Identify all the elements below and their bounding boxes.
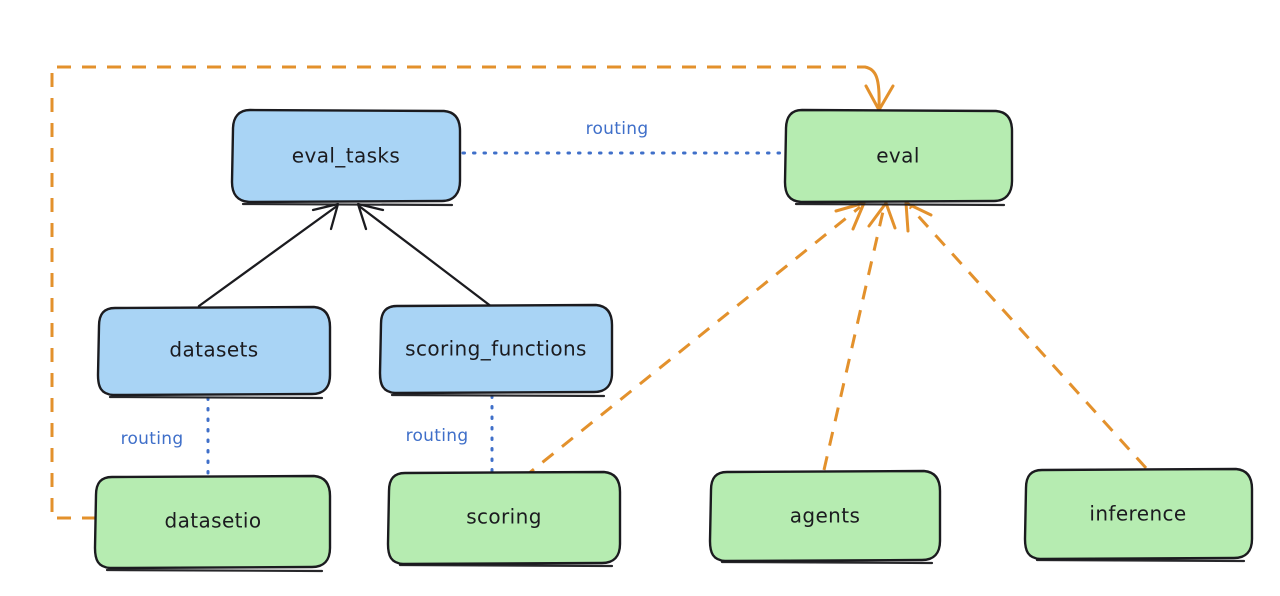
- edge-datasetio-eval-path: [50, 65, 865, 520]
- edge-agents-eval[interactable]: [822, 201, 897, 471]
- edge-inference-eval-arrowhead: [904, 201, 933, 233]
- edge-datasets-eval_tasks-path: [197, 204, 339, 308]
- edge-label-routing-scoring: routing: [406, 426, 469, 446]
- node-scoring_functions-box: [378, 303, 614, 395]
- node-eval-label: eval: [876, 144, 920, 168]
- edge-agents-eval-arrowhead: [867, 201, 897, 230]
- edge-agents-eval-path: [822, 206, 886, 471]
- edge-datasetio-eval-curve: [863, 65, 881, 110]
- node-agents-label: agents: [790, 504, 861, 528]
- edge-scoring-eval[interactable]: [522, 201, 866, 480]
- node-eval_tasks[interactable]: eval_tasks: [230, 108, 462, 207]
- node-datasets[interactable]: datasets: [96, 305, 332, 400]
- node-scoring-box: [386, 470, 622, 566]
- edge-datasets-eval_tasks[interactable]: [197, 202, 340, 308]
- node-inference-shadow: [1035, 558, 1246, 563]
- edge-inference-eval[interactable]: [904, 201, 1148, 470]
- node-agents[interactable]: agents: [708, 469, 942, 565]
- edge-layer: routing routing routing: [50, 65, 1148, 520]
- edge-scoring_functions-eval_tasks-path: [357, 204, 494, 309]
- edge-scoring_functions-eval_tasks[interactable]: [356, 202, 494, 309]
- node-scoring-label: scoring: [466, 505, 542, 529]
- edge-inference-eval-path: [908, 205, 1148, 470]
- node-datasets-box: [96, 305, 332, 397]
- node-inference-box: [1023, 467, 1254, 561]
- edge-label-routing-eval: routing: [586, 119, 649, 139]
- node-scoring_functions-shadow: [390, 393, 606, 398]
- edge-scoring_functions-scoring[interactable]: routing: [406, 394, 494, 473]
- node-scoring[interactable]: scoring: [386, 470, 622, 568]
- node-layer: eval_tasks eval datasets scoring_functio…: [93, 108, 1254, 573]
- node-datasetio-shadow: [105, 568, 324, 573]
- node-datasets-shadow: [108, 395, 324, 400]
- node-eval_tasks-label: eval_tasks: [292, 144, 400, 168]
- node-eval-box: [783, 108, 1014, 204]
- edge-label-routing-datasetio: routing: [121, 429, 184, 449]
- node-datasetio[interactable]: datasetio: [93, 474, 332, 573]
- node-scoring_functions-label: scoring_functions: [405, 337, 587, 361]
- node-datasets-label: datasets: [169, 338, 258, 362]
- node-datasetio-box: [93, 474, 332, 570]
- node-eval[interactable]: eval: [783, 108, 1014, 207]
- node-datasetio-label: datasetio: [164, 509, 261, 533]
- edge-scoring-eval-arrowhead: [834, 201, 866, 231]
- node-inference[interactable]: inference: [1023, 467, 1254, 563]
- node-scoring_functions[interactable]: scoring_functions: [378, 303, 614, 398]
- node-eval-shadow: [794, 202, 1006, 207]
- node-eval_tasks-shadow: [241, 202, 454, 207]
- node-inference-label: inference: [1089, 502, 1186, 526]
- edge-scoring-eval-path: [522, 205, 861, 480]
- node-eval_tasks-box: [230, 108, 462, 204]
- node-agents-shadow: [720, 560, 934, 565]
- edge-datasets-datasetio[interactable]: routing: [121, 396, 210, 476]
- node-scoring-shadow: [398, 563, 614, 568]
- edge-eval_tasks-eval[interactable]: routing: [461, 119, 784, 155]
- node-agents-box: [708, 469, 942, 563]
